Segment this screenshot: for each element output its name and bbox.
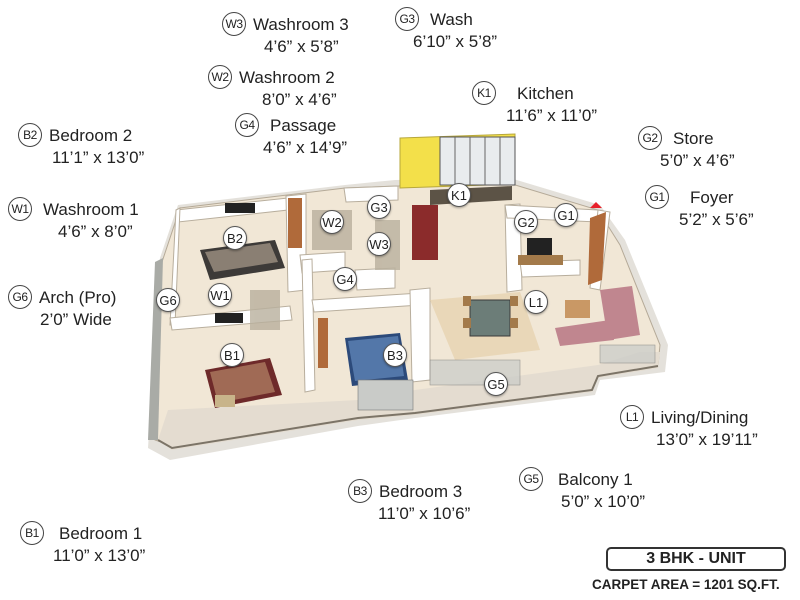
room-dim: 11’6” x 11’0”: [506, 106, 598, 125]
door-b3: [318, 318, 328, 368]
room-dim: 5’2” x 5’6”: [679, 210, 754, 229]
room-name: Arch (Pro): [39, 287, 117, 307]
code-badge: G1: [645, 185, 669, 209]
pin-k1: K1: [447, 183, 471, 207]
room-name: Bedroom 1: [59, 523, 143, 543]
room-label-store: G2 Store 5’0” x 4’6”: [638, 126, 735, 171]
room-name: Washroom 2: [239, 67, 335, 87]
code-badge: B2: [18, 123, 42, 147]
front-windows: [357, 344, 656, 411]
room-name: Bedroom 3: [379, 481, 463, 501]
room-dim: 13’0” x 19’11”: [656, 430, 758, 449]
room-label-bedroom-3: B3 Bedroom 3 11’0” x 10’6”: [348, 479, 470, 524]
pin-b3: B3: [383, 343, 407, 367]
pin-g4: G4: [333, 267, 357, 291]
code-badge: G5: [519, 467, 543, 491]
room-label-wash: G3 Wash 6’10” x 5’8”: [395, 7, 497, 52]
tv-living: [527, 238, 552, 256]
room-label-balcony-1: G5 Balcony 1 5’0” x 10’0”: [519, 467, 645, 512]
pin-w2: W2: [320, 210, 344, 234]
carpet-area-text: CARPET AREA = 1201 SQ.FT.: [592, 577, 780, 592]
room-dim: 4’6” x 8’0”: [58, 222, 133, 241]
kitchen-window: [439, 136, 516, 186]
room-name: Kitchen: [517, 83, 574, 103]
room-name: Washroom 1: [43, 199, 139, 219]
room-label-passage: G4 Passage 4’6” x 14’9”: [235, 113, 347, 158]
pin-w3: W3: [367, 232, 391, 256]
room-dim: 11’0” x 10’6”: [378, 504, 471, 523]
code-badge: L1: [620, 405, 644, 429]
room-name: Living/Dining: [651, 407, 749, 427]
red-cabinet: [412, 205, 438, 260]
unit-type-box: 3 BHK - UNIT: [606, 547, 786, 571]
room-name: Wash: [430, 9, 473, 29]
pin-w1: W1: [208, 283, 232, 307]
code-badge: G4: [235, 113, 259, 137]
pin-g2: G2: [514, 210, 538, 234]
code-badge: B3: [348, 479, 372, 503]
room-name: Bedroom 2: [49, 125, 133, 145]
room-label-washroom-2: W2 Washroom 2 8’0” x 4’6”: [208, 65, 337, 110]
code-badge: K1: [472, 81, 496, 105]
room-label-kitchen: K1 Kitchen 11’6” x 11’0”: [472, 81, 597, 126]
room-label-bedroom-2: B2 Bedroom 2 11’1” x 13’0”: [18, 123, 144, 168]
pin-b2: B2: [223, 226, 247, 250]
room-dim: 5’0” x 4’6”: [660, 151, 735, 170]
room-name: Balcony 1: [558, 469, 633, 489]
dining-table: [469, 299, 511, 337]
room-dim: 11’1” x 13’0”: [52, 148, 145, 167]
room-dim: 11’0” x 13’0”: [53, 546, 146, 565]
room-name: Foyer: [690, 187, 734, 207]
room-dim: 6’10” x 5’8”: [413, 32, 498, 51]
room-name: Washroom 3: [253, 14, 349, 34]
code-badge: W2: [208, 65, 232, 89]
code-badge: W3: [222, 12, 246, 36]
room-name: Store: [673, 128, 714, 148]
room-label-washroom-1: W1 Washroom 1 4’6” x 8’0”: [8, 197, 139, 242]
main-door: [588, 212, 606, 285]
room-name: Passage: [270, 115, 337, 135]
tv-bedroom-2: [225, 203, 255, 213]
tv-bedroom-1: [215, 313, 243, 323]
room-label-foyer: G1 Foyer 5’2” x 5’6”: [645, 185, 754, 230]
code-badge: G2: [638, 126, 662, 150]
room-dim: 4’6” x 5’8”: [264, 37, 339, 56]
room-label-living-dining: L1 Living/Dining 13’0” x 19’11”: [620, 405, 758, 450]
code-badge: B1: [20, 521, 44, 545]
pin-g1: G1: [554, 203, 578, 227]
pin-g3: G3: [367, 195, 391, 219]
door-bed2: [288, 198, 302, 248]
code-badge: G6: [8, 285, 32, 309]
room-label-arch: G6 Arch (Pro) 2’0” Wide: [8, 285, 116, 330]
pin-b1: B1: [220, 343, 244, 367]
room-dim: 2’0” Wide: [40, 310, 112, 329]
pin-l1: L1: [524, 290, 548, 314]
code-badge: G3: [395, 7, 419, 31]
pin-g6: G6: [156, 288, 180, 312]
room-label-washroom-3: W3 Washroom 3 4’6” x 5’8”: [222, 12, 349, 57]
code-badge: W1: [8, 197, 32, 221]
red-marker: [590, 202, 602, 208]
room-dim: 8’0” x 4’6”: [262, 90, 337, 109]
room-label-bedroom-1: B1 Bedroom 1 11’0” x 13’0”: [20, 521, 145, 566]
balcony-railing: [157, 365, 659, 450]
room-dim: 4’6” x 14’9”: [263, 138, 348, 157]
room-dim: 5’0” x 10’0”: [561, 492, 646, 511]
pin-g5: G5: [484, 372, 508, 396]
